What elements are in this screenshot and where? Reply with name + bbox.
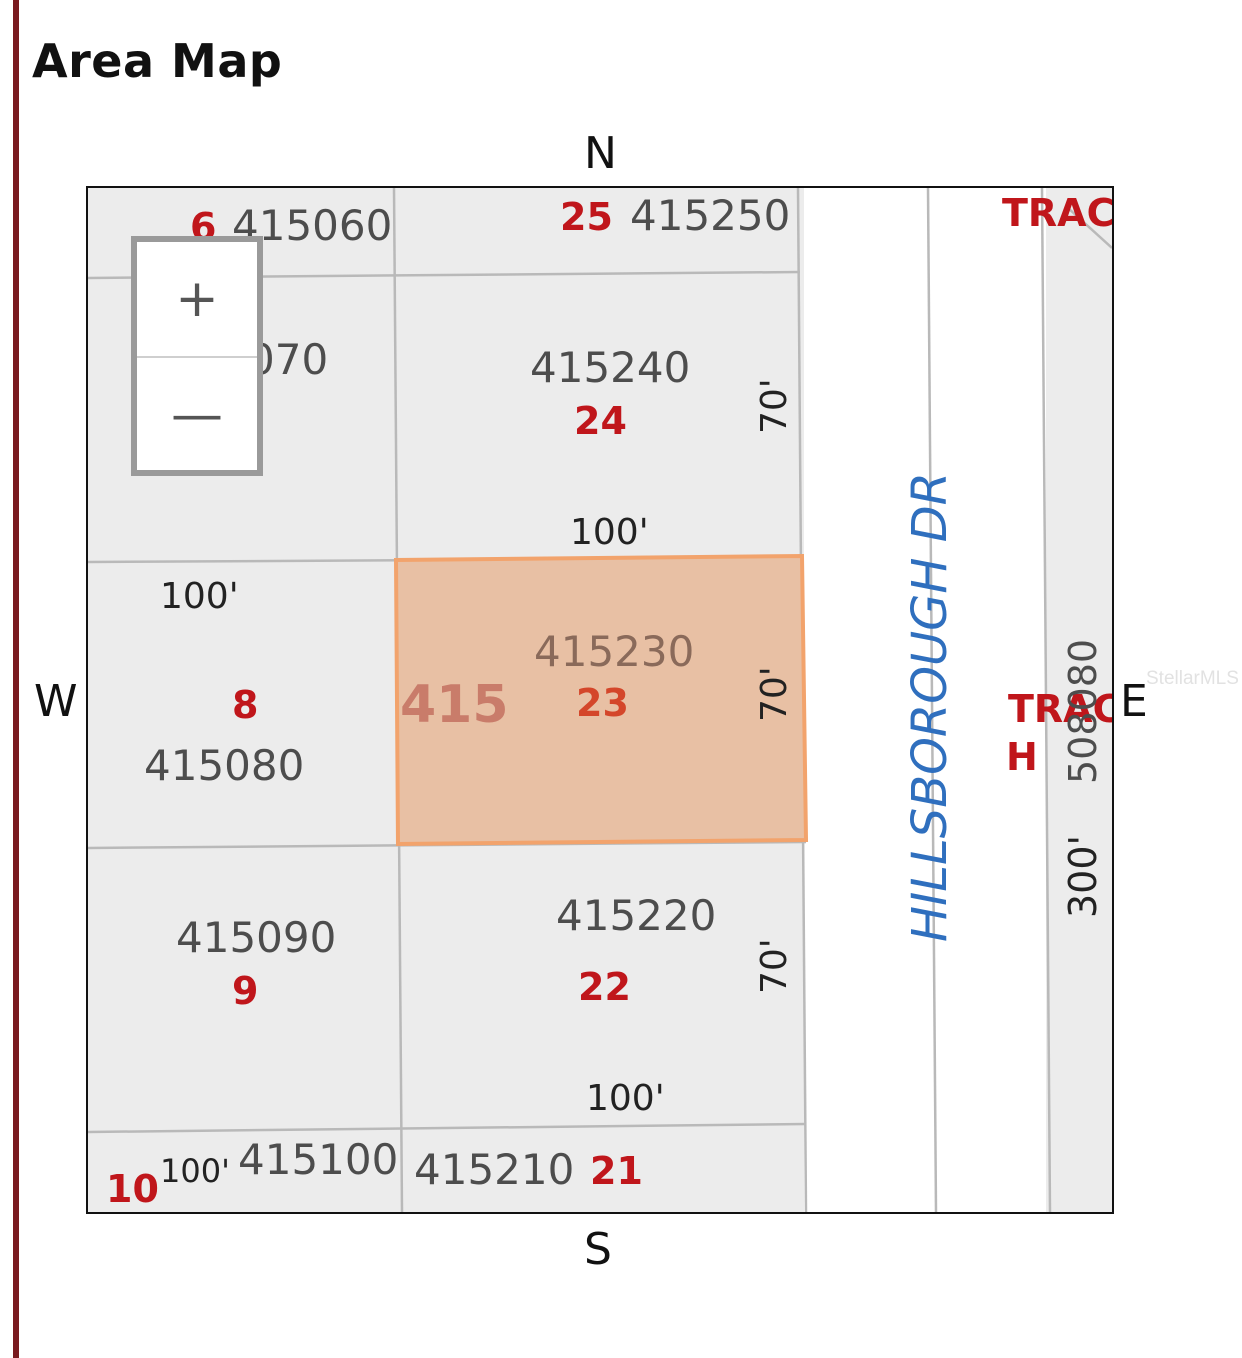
lot-number-24: 24 <box>574 399 627 443</box>
east-parcel-strip <box>1046 188 1112 1212</box>
compass-west-label: W <box>34 676 78 727</box>
lot-number-23: 23 <box>576 681 629 725</box>
dimension-label: 70' <box>754 378 795 434</box>
parcel-id-415220: 415220 <box>556 891 716 940</box>
dimension-label: 100' <box>160 576 239 617</box>
compass-east-label: E <box>1120 676 1148 727</box>
tract-label-top: TRAC <box>1002 191 1112 235</box>
watermark-logo: StellarMLS <box>1146 668 1239 689</box>
dimension-label: 100' <box>570 512 649 553</box>
zoom-control: + — <box>131 236 263 476</box>
lot-number-22: 22 <box>578 965 631 1009</box>
page-title: Area Map <box>32 34 283 88</box>
parcel-id-415080: 415080 <box>144 741 304 790</box>
tract-label-mid: TRAC <box>1008 687 1112 731</box>
parcel-id-415230: 415230 <box>534 627 694 676</box>
parcel-id-415090: 415090 <box>176 913 336 962</box>
tract-label-mid-h: H <box>1006 735 1038 779</box>
parcel-id-415250: 415250 <box>630 191 790 240</box>
parcel-id-508080: 508080 <box>1061 639 1105 784</box>
street-label: HILLSBOROUGH DR <box>902 472 958 942</box>
lot-number-25: 25 <box>560 195 613 239</box>
compass-south-label: S <box>584 1224 612 1275</box>
parcel-id-415210: 415210 <box>414 1145 574 1194</box>
parcel-id-415240: 415240 <box>530 343 690 392</box>
dimension-label: 70' <box>754 938 795 994</box>
dimension-label: 70' <box>754 666 795 722</box>
dimension-label: 100' <box>586 1078 665 1119</box>
lot-number-9: 9 <box>232 969 258 1013</box>
lot-number-21: 21 <box>590 1149 643 1193</box>
parcel-id-415100: 415100 <box>238 1135 398 1184</box>
compass-north-label: N <box>584 128 617 179</box>
lot-number-10: 10 <box>106 1167 159 1211</box>
dimension-label: 100' <box>160 1152 230 1190</box>
left-border-rule <box>13 0 19 1358</box>
zoom-out-button[interactable]: — <box>171 385 223 445</box>
zoom-in-button[interactable]: + <box>137 242 257 358</box>
dimension-label-300: 300' <box>1061 835 1105 918</box>
lot-number-8: 8 <box>232 683 258 727</box>
highlighted-parcel[interactable] <box>393 553 809 847</box>
block-label: 415 <box>400 675 509 735</box>
